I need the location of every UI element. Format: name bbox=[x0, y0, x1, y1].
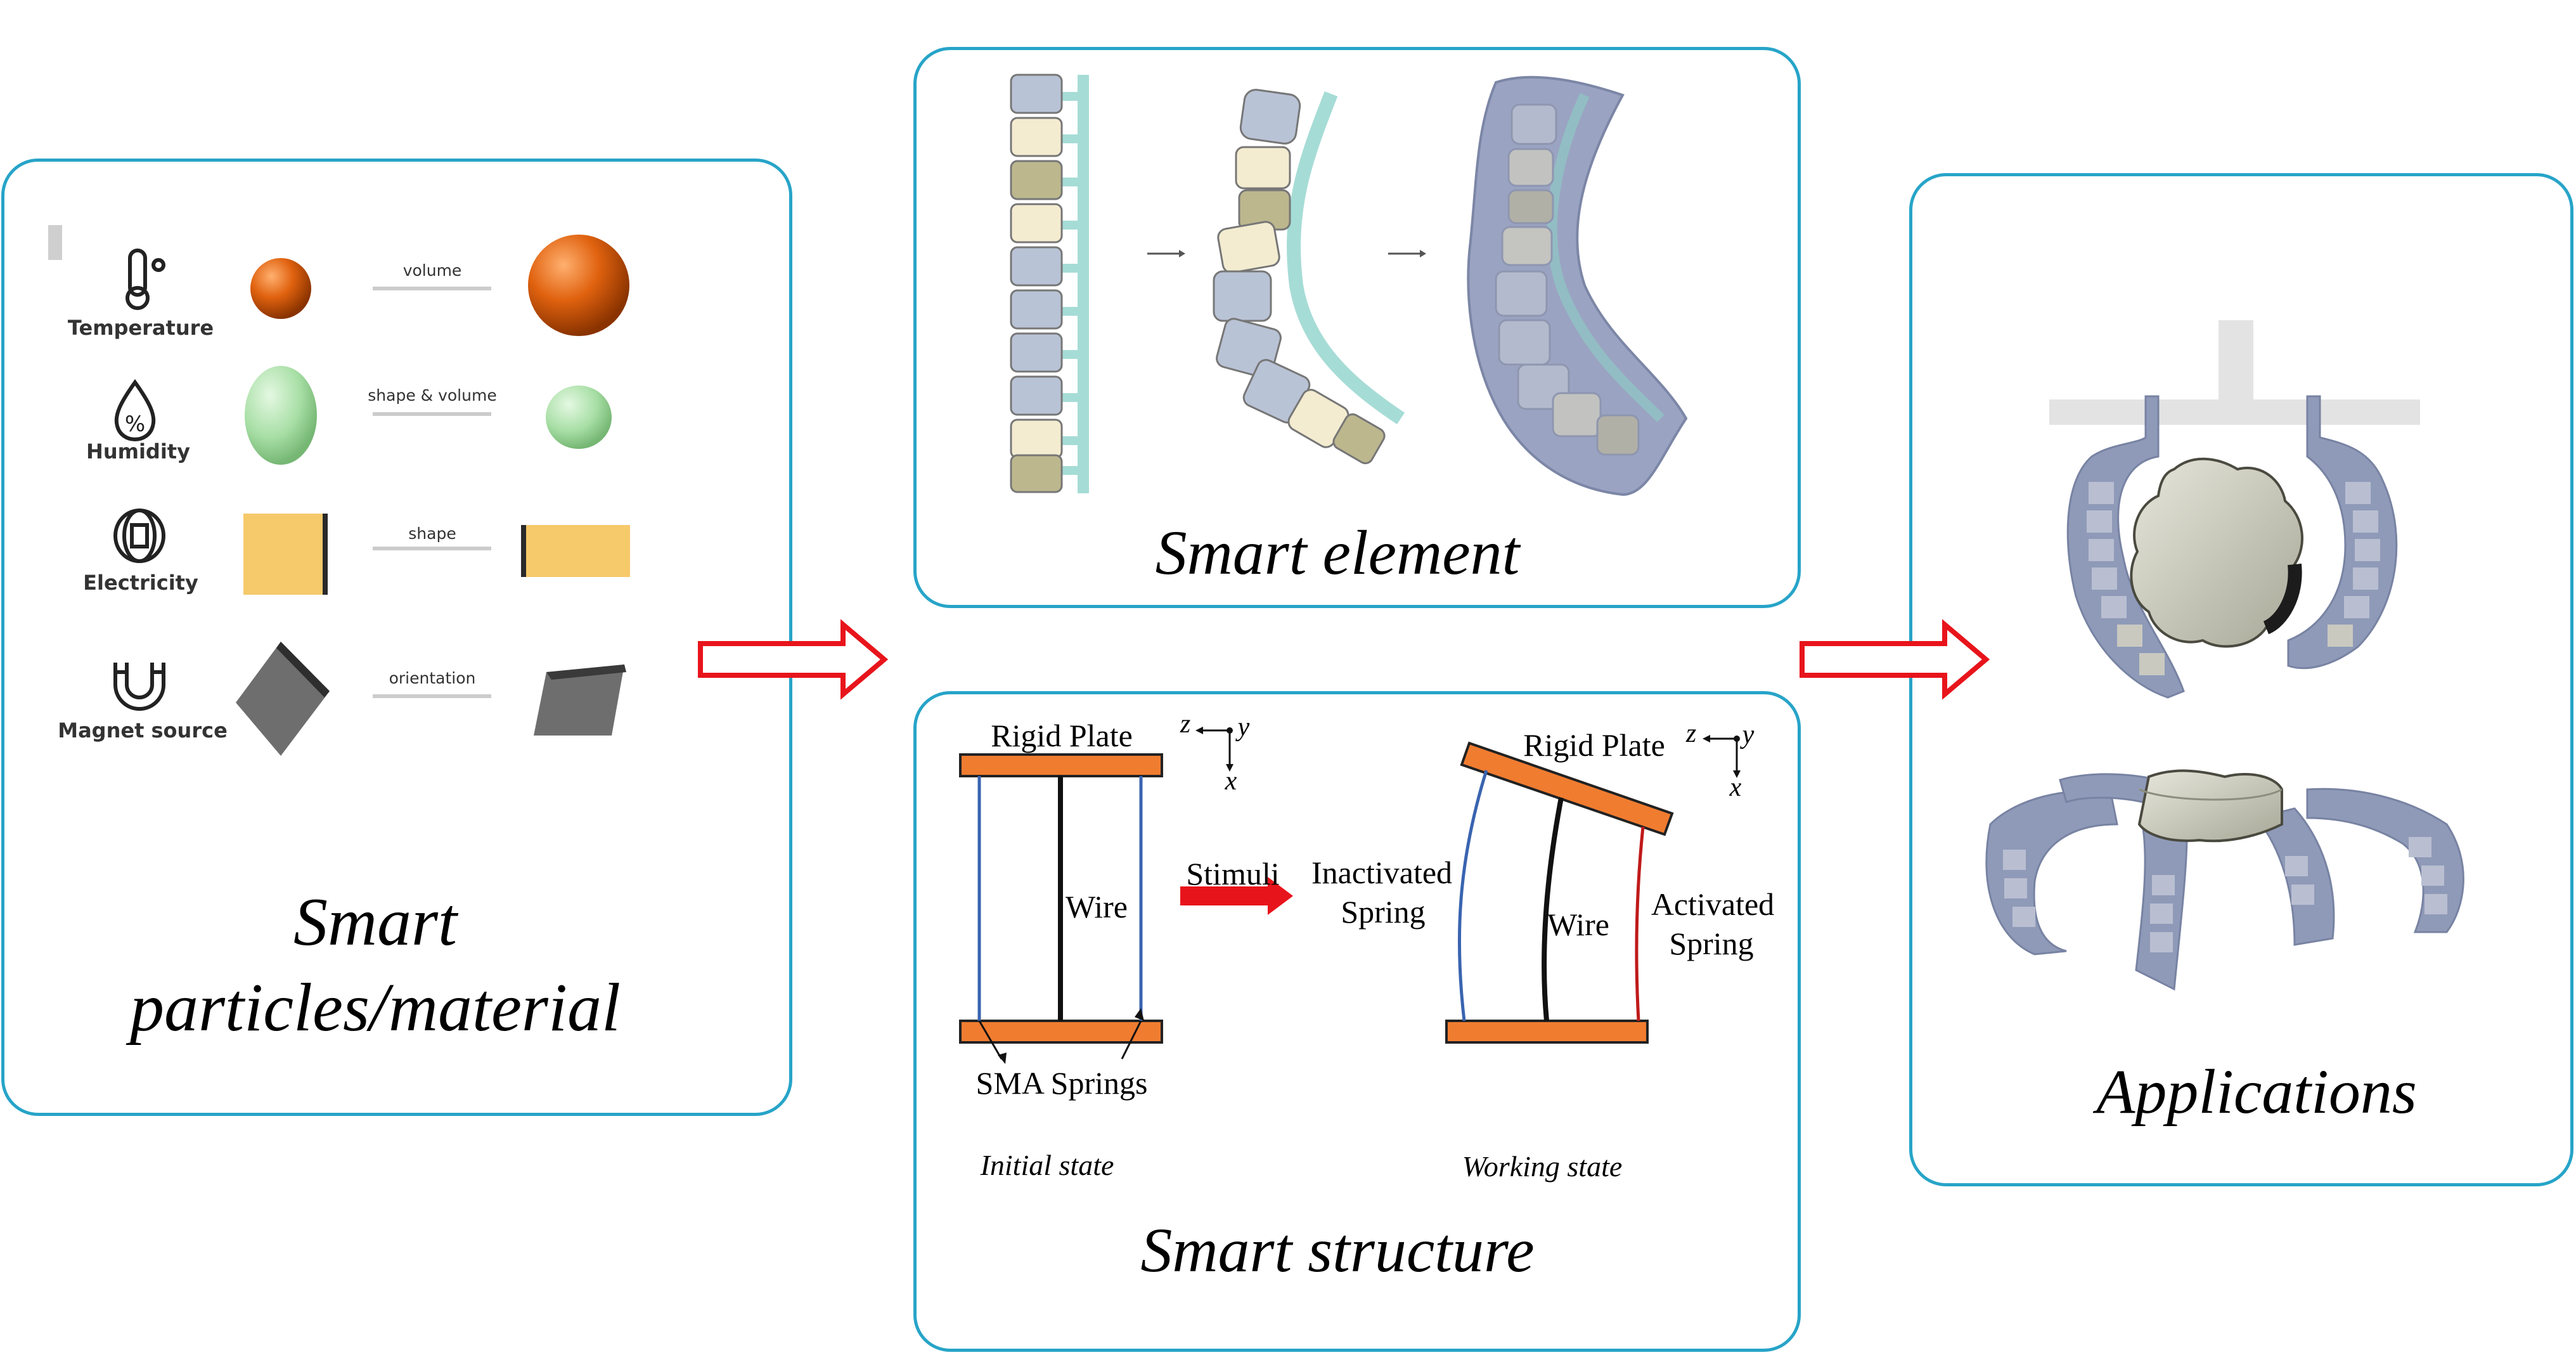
electricity-label: Electricity bbox=[83, 571, 198, 595]
inactivated-spring bbox=[1457, 770, 1488, 1021]
dark-plate-before bbox=[236, 642, 330, 756]
element-title: Smart element bbox=[1156, 517, 1521, 588]
gray-marker bbox=[48, 225, 62, 260]
activated-label-line2: Spring bbox=[1669, 926, 1753, 961]
activated-spring bbox=[1635, 826, 1645, 1021]
initial-wire-label: Wire bbox=[1066, 889, 1128, 924]
yellow-block-after bbox=[521, 525, 630, 577]
small-green-particle bbox=[546, 386, 612, 449]
gripper-grasp-view bbox=[1985, 769, 2464, 991]
initial-state-diagram bbox=[959, 753, 1163, 1064]
encapsulated-element bbox=[1467, 75, 1688, 496]
initial-state-label: Initial state bbox=[980, 1149, 1114, 1181]
pointer-arrowhead bbox=[1135, 1008, 1144, 1021]
straight-element-chain bbox=[1010, 74, 1089, 493]
arrow-right-icon bbox=[1800, 619, 1990, 700]
electricity-coil-icon bbox=[113, 509, 165, 563]
magnet-source-label: Magnet source bbox=[58, 718, 228, 742]
inactivated-label-line2: Spring bbox=[1341, 894, 1425, 930]
humidity-drop-icon: % bbox=[114, 379, 156, 441]
panel-smart-particles bbox=[1, 159, 792, 1116]
particles-title-line2: particles/material bbox=[126, 970, 621, 1046]
working-state-diagram bbox=[1445, 741, 1674, 1044]
axes-initial bbox=[1195, 727, 1233, 772]
working-state-label: Working state bbox=[1462, 1150, 1623, 1183]
axis-z-label: z bbox=[1180, 710, 1190, 739]
top-rigid-plate bbox=[959, 753, 1163, 777]
small-arrow-head bbox=[1420, 250, 1426, 257]
gripper-top-view bbox=[2049, 320, 2420, 699]
shape-volume-change-label: shape & volume bbox=[368, 386, 496, 405]
working-rigid-plate-label: Rigid Plate bbox=[1523, 727, 1665, 763]
structure-title: Smart structure bbox=[1140, 1215, 1534, 1285]
initial-rigid-plate-label: Rigid Plate bbox=[991, 718, 1133, 753]
axis-x-label-working: x bbox=[1729, 773, 1742, 802]
axis-y-label: y bbox=[1235, 713, 1250, 742]
svg-text:%: % bbox=[125, 412, 145, 437]
temperature-label: Temperature bbox=[68, 316, 214, 340]
axes-working bbox=[1703, 735, 1741, 778]
thermometer-icon bbox=[126, 249, 165, 310]
small-arrow-head bbox=[1179, 250, 1185, 257]
pointer-line bbox=[978, 1020, 1003, 1060]
applications-title: Applications bbox=[2092, 1056, 2417, 1127]
tilted-rigid-plate bbox=[1460, 741, 1674, 836]
activated-label-line1: Activated bbox=[1651, 886, 1774, 922]
yellow-block-before bbox=[243, 514, 328, 595]
working-wire bbox=[1542, 797, 1564, 1021]
pointer-arrowhead bbox=[998, 1053, 1007, 1064]
axis-y-label-working: y bbox=[1740, 720, 1755, 749]
inactivated-label-line1: Inactivated bbox=[1311, 855, 1452, 890]
orientation-change-label: orientation bbox=[389, 669, 476, 687]
dark-plate-after bbox=[534, 665, 626, 736]
large-orange-particle bbox=[528, 235, 629, 336]
axis-z-label-working: z bbox=[1685, 719, 1696, 748]
sma-springs-label: SMA Springs bbox=[976, 1065, 1148, 1101]
axis-x-label: x bbox=[1225, 767, 1237, 796]
working-bottom-plate bbox=[1445, 1020, 1649, 1044]
particles-title-line1: Smart bbox=[293, 885, 459, 960]
arrow-right-icon bbox=[698, 619, 889, 700]
large-green-particle bbox=[245, 366, 317, 465]
shape-change-label: shape bbox=[408, 524, 456, 543]
stimuli-arrow-icon bbox=[1180, 877, 1293, 915]
bent-element-chain bbox=[1213, 89, 1405, 465]
magnet-icon bbox=[113, 663, 165, 711]
pointer-line bbox=[1121, 1020, 1142, 1060]
humidity-label: Humidity bbox=[86, 439, 190, 464]
stimuli-label: Stimuli bbox=[1186, 856, 1279, 891]
small-orange-particle bbox=[250, 258, 311, 319]
working-wire-label: Wire bbox=[1547, 907, 1609, 942]
volume-change-label: volume bbox=[403, 261, 462, 280]
